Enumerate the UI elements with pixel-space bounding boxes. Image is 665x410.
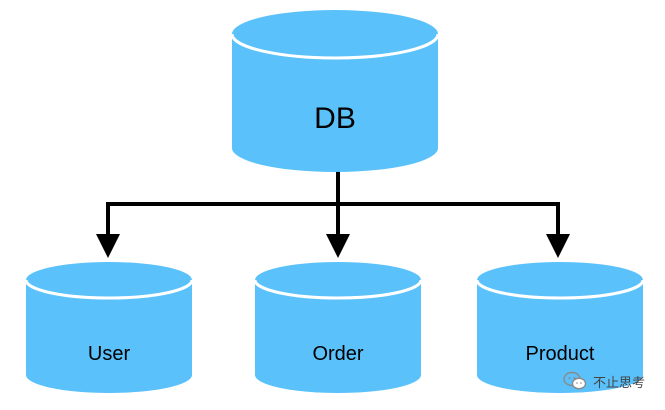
arrow-to-order: [326, 234, 350, 258]
db-cylinder-user: User: [24, 262, 194, 393]
db-label-product: Product: [526, 343, 595, 365]
watermark: 不止思考: [563, 371, 645, 391]
db-label-main: DB: [314, 102, 356, 135]
arrow-to-user: [96, 234, 120, 258]
arrowheads: [96, 234, 570, 258]
arrow-to-product: [546, 234, 570, 258]
db-label-order: Order: [312, 343, 363, 365]
db-label-user: User: [88, 343, 131, 365]
watermark-text: 不止思考: [592, 375, 645, 391]
connectors: [106, 170, 560, 236]
db-cylinder-product: Product: [475, 262, 645, 393]
db-cylinder-main: DB: [230, 10, 440, 172]
wechat-icon: [563, 371, 587, 390]
db-cylinder-order: Order: [253, 262, 423, 393]
